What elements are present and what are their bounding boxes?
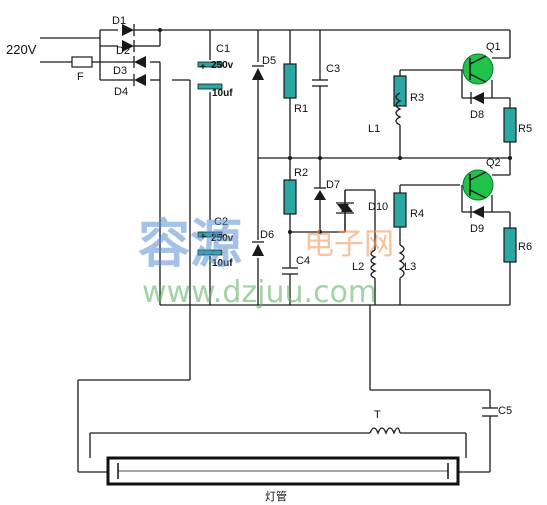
- resistor-r2: [283, 179, 297, 215]
- d2-label: D2: [116, 45, 130, 57]
- c3-label: C3: [326, 63, 340, 75]
- q1-label: Q1: [486, 41, 501, 53]
- t-label: T: [374, 409, 381, 421]
- capacitor-c5: [482, 407, 498, 417]
- inductor-l1: [395, 92, 402, 126]
- c1-voltage: 250v: [211, 60, 234, 71]
- voltage-label: 220V: [6, 42, 37, 57]
- resistor-r4: [393, 192, 407, 228]
- q2-label: Q2: [486, 157, 501, 169]
- d9-label: D9: [470, 223, 484, 235]
- diode-d3: [118, 56, 146, 68]
- fuse-label: F: [77, 71, 84, 83]
- junctions: [158, 28, 512, 234]
- diode-d5: [252, 65, 264, 80]
- l1-label: L1: [368, 123, 380, 135]
- diode-d7: [314, 187, 326, 200]
- watermark-brand-sub: 电子网: [304, 227, 394, 262]
- d4-label: D4: [114, 86, 128, 98]
- diode-d1: [122, 24, 150, 36]
- d10-label: D10: [368, 201, 388, 213]
- inductor-t: [369, 427, 401, 435]
- r4-label: R4: [410, 208, 424, 220]
- diode-d9: [470, 206, 484, 218]
- c2-label: C2: [214, 216, 228, 228]
- resistor-r5: [503, 107, 517, 143]
- lamp-label: 灯管: [265, 489, 287, 503]
- diode-d6: [252, 241, 264, 256]
- capacitor-c2: +: [197, 231, 223, 256]
- c5-label: C5: [498, 405, 512, 417]
- capacitor-c1: +: [197, 61, 223, 90]
- c4-label: C4: [296, 255, 310, 267]
- diode-d8: [470, 92, 484, 104]
- l2-label: L2: [352, 261, 364, 273]
- wires: [40, 29, 511, 473]
- transistor-q2: [462, 169, 494, 201]
- resistor-r1: [283, 63, 297, 99]
- d3-label: D3: [113, 65, 127, 77]
- transistor-q1: [462, 53, 494, 85]
- diode-d4: [118, 74, 146, 86]
- resistor-r6: [503, 227, 517, 263]
- r5-label: R5: [518, 123, 532, 135]
- d5-label: D5: [262, 55, 276, 67]
- d6-label: D6: [260, 229, 274, 241]
- r3-label: R3: [410, 92, 424, 104]
- fluorescent-lamp: [106, 456, 460, 486]
- r1-label: R1: [294, 103, 308, 115]
- inductor-l2: [370, 249, 377, 279]
- c2-voltage: 250v: [211, 233, 234, 244]
- capacitor-c3: [312, 79, 328, 87]
- c1-value: 10uf: [212, 88, 233, 99]
- watermark-url: www.dzjuu.com: [142, 275, 377, 310]
- l3-label: L3: [404, 261, 416, 273]
- watermark-brand: 容源: [138, 215, 242, 275]
- r6-label: R6: [518, 241, 532, 253]
- c1-label: C1: [216, 43, 230, 55]
- fuse: [71, 56, 93, 68]
- inductor-l3: [398, 244, 405, 279]
- d1-label: D1: [112, 15, 126, 27]
- diode-d2: [122, 40, 150, 52]
- capacitor-c4: [282, 267, 298, 275]
- svg-text:+: +: [200, 232, 206, 243]
- svg-text:+: +: [200, 62, 206, 73]
- d7-label: D7: [326, 179, 340, 191]
- c2-value: 10uf: [212, 258, 233, 269]
- d8-label: D8: [470, 109, 484, 121]
- diac-d10: [336, 190, 354, 232]
- r2-label: R2: [294, 167, 308, 179]
